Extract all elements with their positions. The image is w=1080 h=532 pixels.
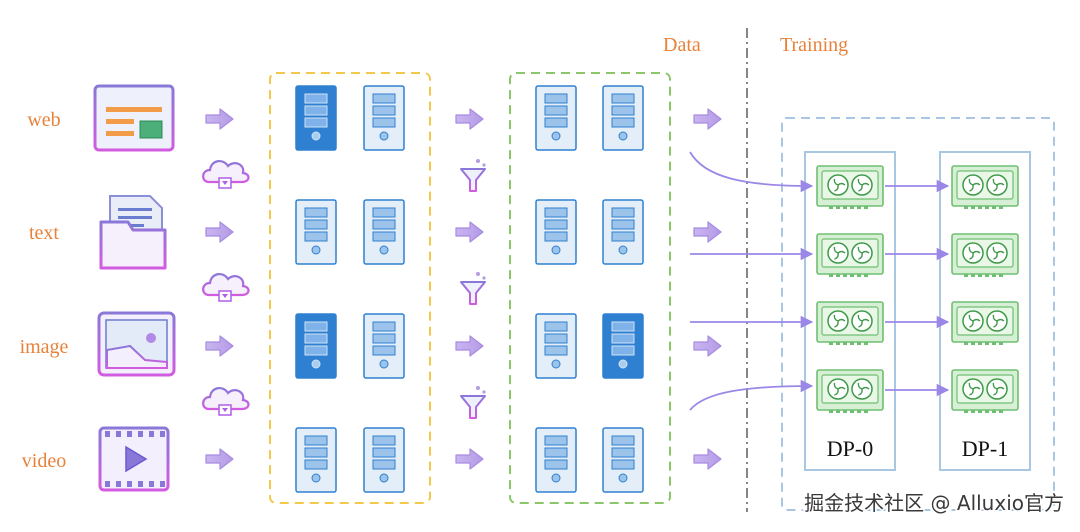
dp-1-label: DP-1 [962, 436, 1008, 461]
funnel-icons [460, 159, 486, 419]
server-icon [363, 85, 405, 151]
source-label-web: web [27, 109, 60, 131]
gpu-card-icon [951, 369, 1019, 413]
flow-arrow-icon [455, 108, 484, 130]
watermark-text-fill: 掘金技术社区 @ Alluxio官方 [804, 491, 1064, 515]
flow-arrow-icon [205, 221, 234, 243]
gpu-card-icon [816, 165, 884, 209]
server-icon [602, 313, 644, 379]
image-icon [97, 311, 176, 377]
server-icon [295, 313, 337, 379]
document-folder-icon [99, 195, 167, 270]
server-units [295, 85, 644, 493]
server-icon [535, 85, 577, 151]
flow-arrow-icon [205, 448, 234, 470]
server-icon [602, 85, 644, 151]
server-icon [535, 199, 577, 265]
data-header: Data [663, 34, 701, 56]
flow-arrow-icon [205, 108, 234, 130]
flow-arrow-icon [455, 335, 484, 357]
gpu-card-icon [951, 165, 1019, 209]
flow-arrow-icon [693, 108, 722, 130]
funnel-icon [460, 272, 486, 305]
gpu-card-icon [816, 301, 884, 345]
cloud-icon [202, 387, 250, 416]
gpu-cards [816, 165, 1019, 413]
funnel-icon [460, 159, 486, 192]
server-icon [363, 199, 405, 265]
watermark-text: 掘金技术社区 @ Alluxio官方 [804, 491, 1064, 515]
server-icon [602, 427, 644, 493]
flow-arrow-icon [693, 221, 722, 243]
server-icon [363, 427, 405, 493]
web-page-icon [93, 84, 175, 152]
cloud-icon [202, 160, 250, 189]
flow-arrow-icon [455, 221, 484, 243]
flow-arrow-icon [693, 335, 722, 357]
server-icon [295, 85, 337, 151]
flow-arrow-icon [455, 448, 484, 470]
video-icon [98, 426, 170, 492]
training-feed-lines [689, 151, 814, 411]
flow-arrow-icon [693, 448, 722, 470]
gpu-card-icon [816, 369, 884, 413]
server-icon [535, 427, 577, 493]
dp-0-label: DP-0 [827, 436, 873, 461]
server-icon [535, 313, 577, 379]
source-label-image: image [20, 336, 69, 358]
server-icon [602, 199, 644, 265]
funnel-icon [460, 386, 486, 419]
server-icon [295, 199, 337, 265]
gpu-card-icon [816, 233, 884, 277]
ingest-server-group [269, 72, 431, 504]
server-icon [363, 313, 405, 379]
gpu-card-icon [951, 233, 1019, 277]
cloud-icon [202, 273, 250, 302]
watermark: 掘金技术社区 @ Alluxio官方 掘金技术社区 @ Alluxio官方 [803, 490, 1066, 517]
training-header: Training [780, 34, 848, 56]
server-icon [295, 427, 337, 493]
flow-arrows [205, 108, 722, 470]
cloud-icons [202, 160, 250, 416]
source-label-text: text [29, 222, 59, 244]
gpu-card-icon [951, 301, 1019, 345]
gpu-link-arrows [885, 179, 950, 397]
source-label-video: video [22, 450, 66, 472]
flow-arrow-icon [205, 335, 234, 357]
processed-server-group [509, 72, 671, 504]
